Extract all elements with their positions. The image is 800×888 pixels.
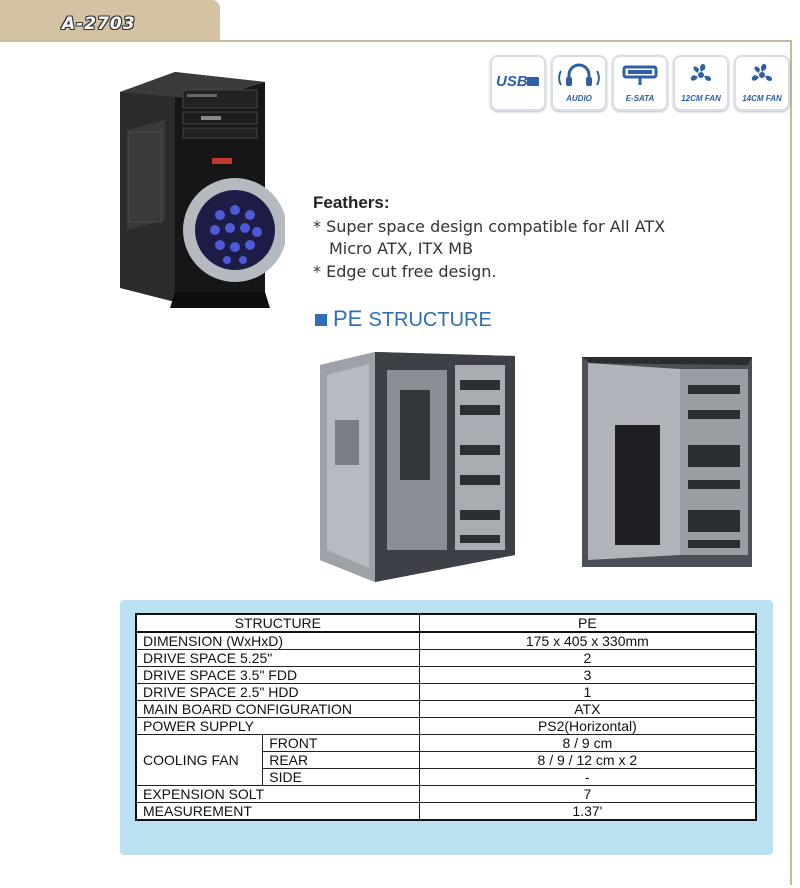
row-value: PS2(Horizontal) bbox=[418, 717, 757, 735]
table-row: REAR 8 / 9 / 12 cm x 2 bbox=[136, 751, 757, 769]
cooling-sub-label: FRONT bbox=[262, 734, 420, 752]
cooling-sub-label: SIDE bbox=[262, 768, 420, 786]
table-row: POWER SUPPLY PS2(Horizontal) bbox=[135, 717, 757, 735]
row-value: 2 bbox=[418, 649, 757, 667]
esata-label: E-SATA bbox=[625, 94, 655, 103]
row-value: 3 bbox=[418, 666, 757, 684]
audio-label: AUDIO bbox=[566, 94, 592, 103]
row-label: MAIN BOARD CONFIGURATION bbox=[135, 700, 420, 718]
model-tab bbox=[0, 0, 220, 42]
header-structure: STRUCTURE bbox=[135, 613, 420, 633]
cooling-fan-label: COOLING FAN bbox=[135, 734, 264, 786]
row-value: 1.37' bbox=[418, 802, 757, 821]
header-pe: PE bbox=[418, 613, 757, 633]
table-row: COOLING FAN FRONT 8 / 9 cm bbox=[135, 734, 757, 786]
row-label: DRIVE SPACE 5.25" bbox=[135, 649, 420, 667]
cooling-sub-label: REAR bbox=[262, 751, 420, 769]
feature-icons: USB AUDIO E-SATA 12CM FAN bbox=[490, 55, 790, 111]
frame-top-line bbox=[0, 40, 790, 42]
structure-photo-side bbox=[315, 350, 525, 590]
table-row: DIMENSION (WxHxD) 175 x 405 x 330mm bbox=[135, 631, 757, 650]
row-label: DRIVE SPACE 2.5" HDD bbox=[135, 683, 420, 701]
row-value: 7 bbox=[418, 785, 757, 803]
cooling-sub-value: 8 / 9 / 12 cm x 2 bbox=[418, 751, 757, 769]
section-heading: PE STRUCTURE bbox=[315, 306, 492, 332]
table-row: MEASUREMENT 1.37' bbox=[135, 802, 757, 821]
frame-right-line bbox=[790, 40, 792, 885]
spec-table: STRUCTURE PE DIMENSION (WxHxD) 175 x 405… bbox=[135, 613, 757, 821]
table-row: DRIVE SPACE 5.25" 2 bbox=[135, 649, 757, 667]
row-label: MEASUREMENT bbox=[135, 802, 420, 821]
table-row: DRIVE SPACE 2.5" HDD 1 bbox=[135, 683, 757, 701]
fan-12cm-label: 12CM FAN bbox=[681, 94, 721, 103]
fan-14cm-label: 14CM FAN bbox=[742, 94, 782, 103]
features-title: Feathers: bbox=[313, 193, 390, 212]
model-number: A-2703 bbox=[62, 14, 136, 34]
row-value: 1 bbox=[418, 683, 757, 701]
table-row: MAIN BOARD CONFIGURATION ATX bbox=[135, 700, 757, 718]
fan-14cm-icon: 14CM FAN bbox=[734, 55, 790, 111]
usb-icon: USB bbox=[490, 55, 546, 111]
fan-12cm-icon: 12CM FAN bbox=[673, 55, 729, 111]
structure-photo-inside bbox=[580, 355, 755, 575]
row-value: ATX bbox=[418, 700, 757, 718]
feature-line-3: * Edge cut free design. bbox=[313, 262, 497, 281]
row-value: 175 x 405 x 330mm bbox=[418, 631, 757, 650]
esata-icon: E-SATA bbox=[612, 55, 668, 111]
cooling-sub-value: - bbox=[418, 768, 757, 786]
row-label: DIMENSION (WxHxD) bbox=[135, 631, 420, 650]
row-label: EXPENSION SOLT bbox=[135, 785, 420, 803]
cooling-sub-value: 8 / 9 cm bbox=[418, 734, 757, 752]
audio-icon: AUDIO bbox=[551, 55, 607, 111]
feature-line-1: * Super space design compatible for All … bbox=[313, 217, 666, 236]
table-row: EXPENSION SOLT 7 bbox=[135, 785, 757, 803]
row-label: POWER SUPPLY bbox=[135, 717, 420, 735]
heading-structure: STRUCTURE bbox=[368, 309, 492, 331]
usb-label: USB bbox=[496, 73, 528, 90]
heading-bullet bbox=[315, 314, 327, 327]
table-row: DRIVE SPACE 3.5" FDD 3 bbox=[135, 666, 757, 684]
feature-line-2: Micro ATX, ITX MB bbox=[329, 239, 474, 258]
table-header-row: STRUCTURE PE bbox=[135, 613, 757, 633]
heading-pe: PE bbox=[333, 306, 363, 331]
product-tower-image bbox=[115, 70, 287, 315]
row-label: DRIVE SPACE 3.5" FDD bbox=[135, 666, 420, 684]
